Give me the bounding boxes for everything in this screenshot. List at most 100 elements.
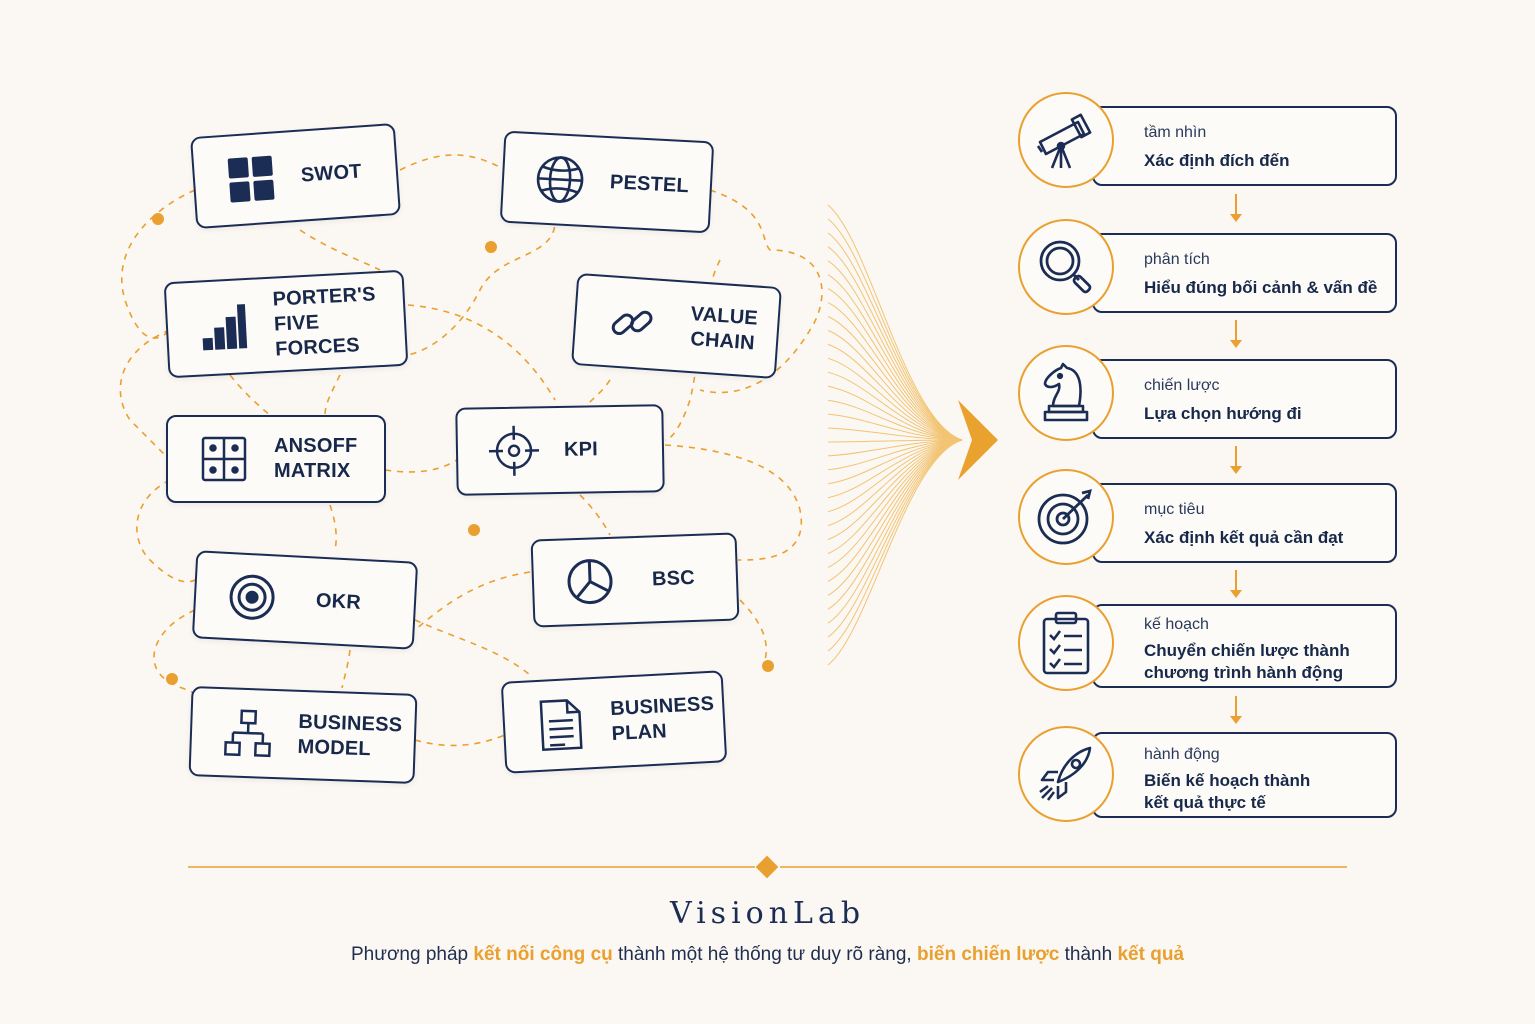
step-kicker: chiến lược [1144, 377, 1220, 394]
fan-line [827, 246, 963, 441]
fan-line [827, 439, 963, 596]
step-kicker: hành động [1144, 746, 1220, 763]
fan-line [827, 439, 963, 499]
tool-label: OKR [315, 589, 362, 614]
dashed-connector [414, 734, 506, 747]
fan-line [827, 439, 963, 638]
step-icon-circle [1018, 726, 1114, 822]
brand-title: VisionLab [669, 896, 866, 931]
fan-line [827, 274, 963, 441]
tool-card-okr: OKR [191, 550, 419, 650]
dashed-connector [341, 649, 351, 689]
dashed-connector [699, 189, 823, 394]
step-icon-circle [1018, 595, 1114, 691]
step-arrow [1230, 446, 1242, 474]
step-arrow [1230, 696, 1242, 724]
fan-line [827, 439, 963, 666]
fan-line [827, 204, 963, 441]
fan-line [827, 439, 963, 513]
pie-chart-icon [561, 553, 619, 611]
dashed-connector [119, 329, 171, 461]
fan-line [827, 385, 963, 441]
tool-label: BSC [651, 566, 696, 590]
chain-link-icon [602, 293, 662, 353]
step-arrow [1230, 570, 1242, 598]
dashed-connector [384, 459, 458, 473]
fan-line [827, 413, 963, 441]
tool-label: SWOT [300, 159, 363, 187]
fan-line [827, 439, 963, 527]
fan-line [827, 357, 963, 441]
target-rings-icon [223, 568, 282, 627]
tool-label: PESTEL [609, 170, 690, 197]
telescope-icon [1036, 113, 1092, 169]
fan-line [827, 371, 963, 441]
step-icon-circle [1018, 219, 1114, 315]
fan-line [827, 302, 963, 441]
fan-line [827, 439, 963, 610]
step-icon-circle [1018, 469, 1114, 565]
decor-dot [485, 241, 497, 253]
fan-line [827, 232, 963, 441]
tagline-part: Phương pháp [351, 944, 474, 965]
matrix-icon [196, 431, 252, 487]
dashed-connector [229, 374, 276, 421]
dashed-connector [579, 494, 611, 536]
fan-line [827, 439, 963, 457]
step-kicker: kế hoạch [1144, 616, 1209, 633]
fan-line [827, 260, 963, 441]
rocket-icon [1039, 746, 1092, 801]
fan-line [827, 343, 963, 441]
dashed-connector [121, 189, 196, 339]
fan-line [827, 439, 963, 652]
tagline: Phương pháp kết nối công cụ thành một hệ… [0, 944, 1535, 966]
fan-line [827, 439, 963, 443]
footer-diamond [755, 855, 779, 879]
step-arrow [1230, 194, 1242, 222]
crosshair-icon [486, 422, 543, 479]
tool-card-pestel: PESTEL [499, 130, 715, 234]
step-card-strategy: chiến lược Lựa chọn hướng đi [1092, 359, 1397, 439]
dashed-connector [739, 599, 767, 661]
checklist-icon [1042, 611, 1090, 675]
dartboard-icon [1037, 489, 1092, 545]
step-kicker: phân tích [1144, 251, 1210, 268]
dashed-connector [407, 304, 556, 401]
fan-line [827, 439, 963, 554]
grid-four-icon [221, 149, 281, 209]
convergence-arrowhead [958, 400, 998, 480]
fan-line [827, 439, 963, 568]
step-kicker: tầm nhìn [1144, 124, 1207, 141]
tool-label: KPI [563, 437, 599, 461]
fan-line [827, 439, 963, 624]
tagline-highlight: kết quả [1117, 944, 1184, 965]
document-icon [532, 695, 591, 754]
step-description: Lựa chọn hướng đi [1144, 404, 1302, 423]
step-description: Hiểu đúng bối cảnh & vấn đề [1144, 278, 1378, 297]
step-card-objective: mục tiêu Xác định kết quả cần đạt [1092, 483, 1397, 563]
tagline-part: thành một hệ thống tư duy rõ ràng, [612, 944, 917, 965]
decor-dot [468, 524, 480, 536]
fan-line [827, 288, 963, 441]
fan-line [827, 330, 963, 441]
dashed-connector [329, 504, 337, 551]
dashed-connector [136, 479, 196, 583]
step-arrow [1230, 320, 1242, 348]
step-kicker: mục tiêu [1144, 501, 1205, 518]
tool-card-swot: SWOT [190, 122, 401, 230]
tagline-highlight: kết nối công cụ [473, 944, 613, 965]
step-icon-circle [1018, 92, 1114, 188]
fan-line [827, 439, 963, 471]
step-description: Xác định kết quả cần đạt [1144, 528, 1344, 547]
tool-card-kpi: KPI [455, 404, 665, 496]
decor-dot [762, 660, 774, 672]
